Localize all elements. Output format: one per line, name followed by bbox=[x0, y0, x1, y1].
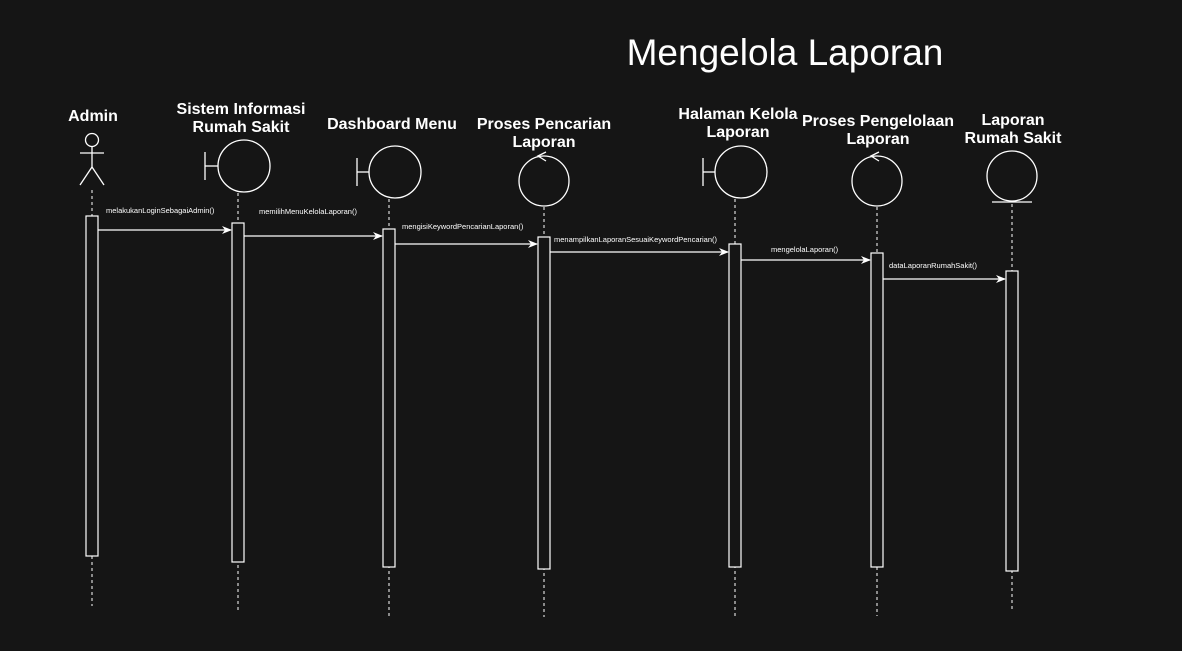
boundary-icon-sirs bbox=[204, 139, 271, 193]
boundary-icon-halaman bbox=[702, 145, 768, 199]
message-label-6: dataLaporanRumahSakit() bbox=[889, 261, 977, 270]
diagram-title: Mengelola Laporan bbox=[626, 32, 944, 73]
message-label-3: mengisiKeywordPencarianLaporan() bbox=[402, 222, 524, 231]
participant-label-dashboard: Dashboard Menu bbox=[327, 116, 457, 133]
entity-icon-laporan bbox=[986, 150, 1038, 203]
participant-label-sirs: Sistem Informasi Rumah Sakit bbox=[176, 101, 306, 136]
activation-pencarian bbox=[537, 236, 551, 570]
activation-halaman bbox=[728, 243, 742, 568]
activation-pengelolaan bbox=[870, 252, 884, 568]
message-label-2: memilihMenuKelolaLaporan() bbox=[259, 207, 357, 216]
participant-label-pengelolaan: Proses Pengelolaan Laporan bbox=[801, 113, 955, 148]
activation-laporan bbox=[1005, 270, 1019, 572]
participant-label-admin: Admin bbox=[68, 108, 118, 125]
actor-icon-admin bbox=[79, 132, 105, 186]
activation-dashboard bbox=[382, 228, 396, 568]
activation-admin bbox=[85, 215, 99, 557]
control-icon-pencarian bbox=[518, 151, 570, 207]
message-label-5: mengelolaLaporan() bbox=[771, 245, 839, 254]
message-label-1: melakukanLoginSebagaiAdmin() bbox=[106, 206, 215, 215]
activation-sirs bbox=[231, 222, 245, 563]
boundary-icon-dashboard bbox=[356, 145, 422, 199]
control-icon-pengelolaan bbox=[851, 151, 903, 207]
message-label-4: menampilkanLaporanSesuaiKeywordPencarian… bbox=[554, 235, 718, 244]
participant-label-pencarian: Proses Pencarian Laporan bbox=[476, 116, 612, 151]
participant-label-halaman: Halaman Kelola Laporan bbox=[678, 106, 798, 141]
participant-label-laporan: Laporan Rumah Sakit bbox=[964, 112, 1062, 147]
